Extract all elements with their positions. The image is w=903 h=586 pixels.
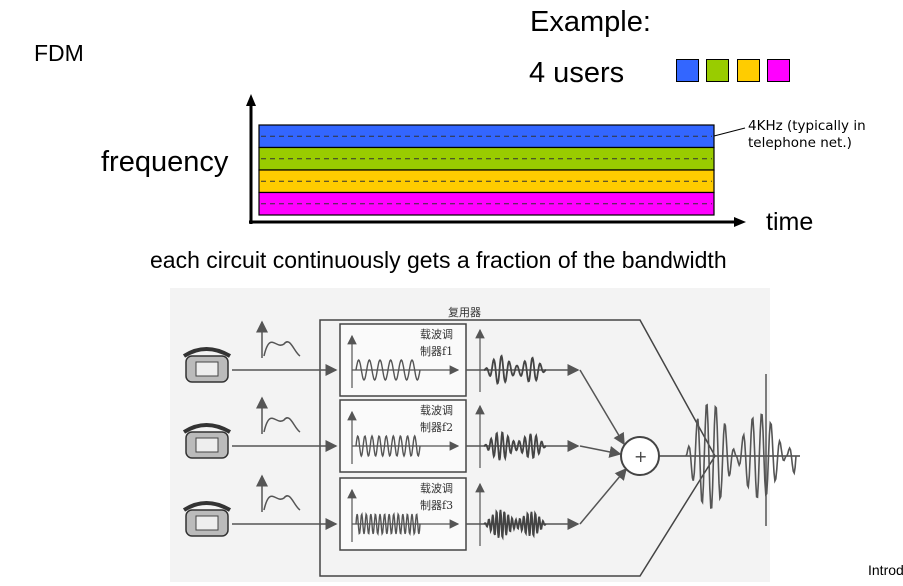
x-axis-arrow xyxy=(734,217,746,227)
modulated-waveform xyxy=(483,431,547,462)
modulator-label-line2: 制器f2 xyxy=(420,421,453,434)
frequency-axis-label: frequency xyxy=(101,146,229,178)
footer-label: Introduction xyxy=(868,562,903,578)
multiplexer-label: 复用器 xyxy=(448,305,481,319)
user-color-swatch-1 xyxy=(676,59,699,82)
modulated-waveform xyxy=(483,508,547,541)
modulator-label-line1: 载波调 xyxy=(420,404,453,417)
combined-signal-waveform xyxy=(685,403,797,509)
telephone-icon xyxy=(182,423,232,459)
y-axis-arrow xyxy=(246,94,256,106)
telephone-icon xyxy=(182,347,232,383)
plus-icon: + xyxy=(634,447,647,466)
slide-title: FDM xyxy=(34,40,84,66)
band-note-pointer xyxy=(713,127,746,137)
modulator-label-line1: 载波调 xyxy=(420,482,453,495)
modulator-label-line2: 制器f3 xyxy=(420,499,453,512)
to-adder-line xyxy=(579,445,622,458)
modulator-label-line2: 制器f1 xyxy=(420,345,453,358)
modulator-box xyxy=(339,399,467,473)
user-color-swatch-3 xyxy=(737,59,760,82)
baseband-spectrum xyxy=(263,417,301,433)
carrier-waveform xyxy=(355,511,421,537)
fdm-band-chart xyxy=(246,94,746,227)
telephone-icon xyxy=(182,501,232,537)
modulator-box xyxy=(339,323,467,397)
photo-background xyxy=(170,288,770,582)
users-label: 4 users xyxy=(529,57,625,89)
user-color-swatch-2 xyxy=(706,59,729,82)
to-adder-line xyxy=(579,369,625,446)
multiplexer-housing xyxy=(319,319,716,577)
modulated-waveform xyxy=(483,354,547,385)
carrier-waveform xyxy=(355,359,421,381)
to-adder-line xyxy=(579,467,627,525)
carrier-waveform xyxy=(355,434,421,458)
band-width-note: 4KHz (typically in telephone net.) xyxy=(748,118,866,151)
example-heading: Example: xyxy=(530,6,651,38)
baseband-spectrum xyxy=(263,341,301,357)
caption: each circuit continuously gets a fractio… xyxy=(150,247,727,273)
user-color-swatch-4 xyxy=(767,59,790,82)
time-axis-label: time xyxy=(766,208,814,236)
baseband-spectrum xyxy=(263,495,301,511)
modulator-label-line1: 载波调 xyxy=(420,328,453,341)
